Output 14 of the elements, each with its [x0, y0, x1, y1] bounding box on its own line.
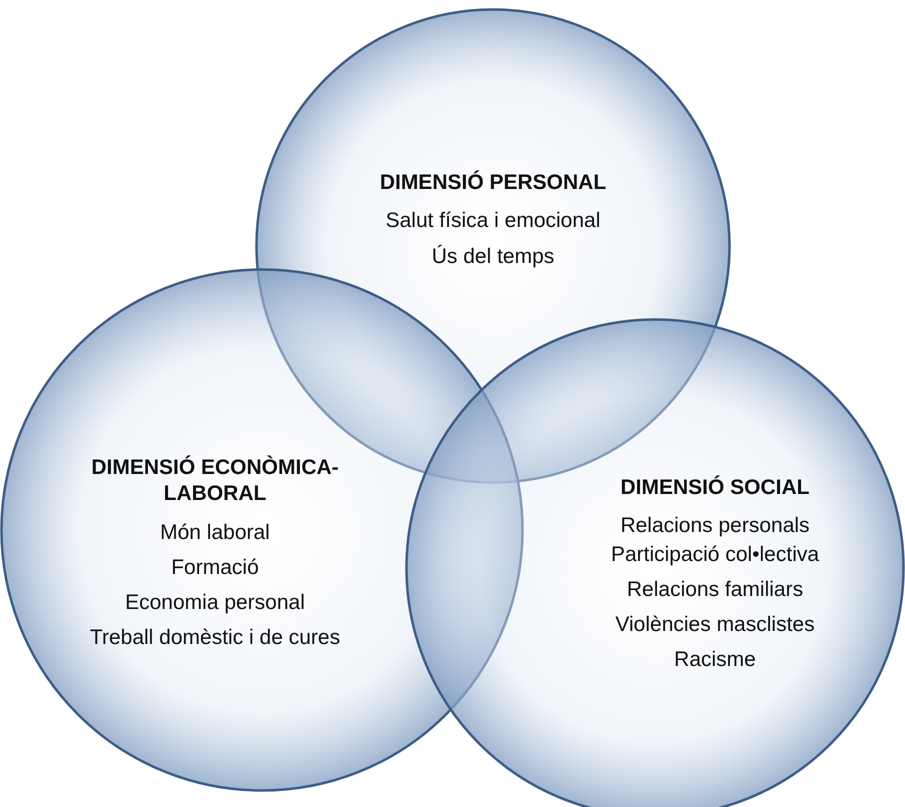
dimension-item: Violències masclistes: [614, 612, 816, 638]
dimension-heading: DIMENSIÓ SOCIAL: [619, 475, 810, 501]
dimension-item: Economia personal: [124, 590, 306, 616]
dimension-item: Relacions familiars: [626, 576, 804, 603]
dimension-heading: DIMENSIÓ PERSONAL: [378, 170, 608, 196]
dimension-item: Treball domèstic i de cures: [88, 625, 342, 652]
dimension-item: Racisme: [673, 647, 757, 674]
dimension-item: Ús del temps: [430, 244, 556, 270]
dimension-heading: DIMENSIÓ ECONÒMICA-LABORAL: [90, 455, 340, 508]
dimension-item: Món laboral: [159, 520, 271, 546]
dimension-item: Relacions personals: [619, 513, 811, 540]
dimension-item: Formació: [170, 554, 260, 581]
dimension-item: Salut física i emocional: [384, 208, 602, 234]
dimension-item: Participació col•lectiva: [610, 542, 820, 568]
